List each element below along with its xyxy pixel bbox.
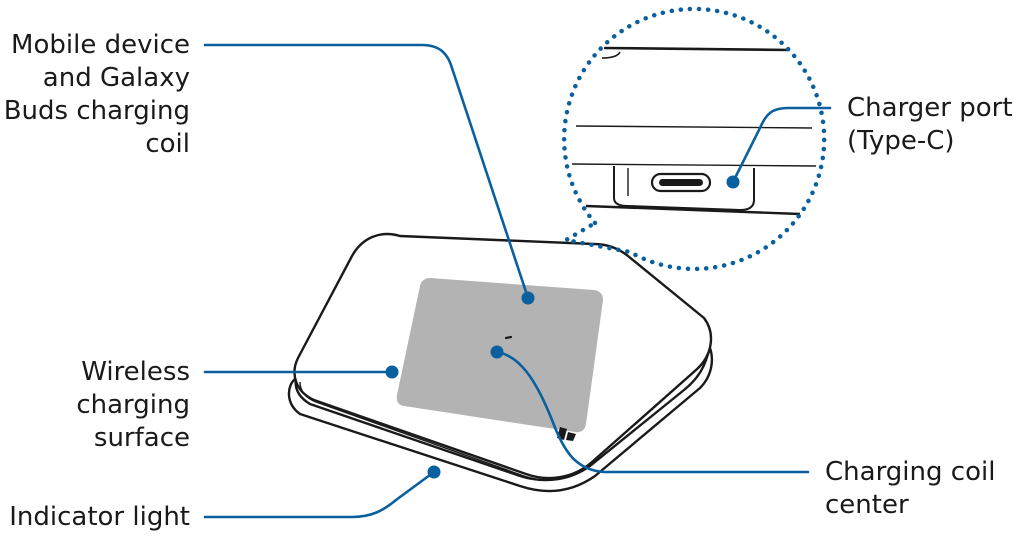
callout-dot-surface — [385, 365, 399, 379]
zoom-mid-line — [575, 125, 813, 129]
label-charging-coil: Mobile device and Galaxy Buds charging c… — [3, 30, 190, 159]
port-zoom-bubble — [559, 6, 827, 272]
label-indicator-light: Indicator light — [9, 502, 190, 532]
callout-line-indicator — [203, 470, 436, 519]
callout-dot-center — [490, 345, 504, 359]
label-charging-coil-center: Charging coil center — [825, 457, 996, 520]
zoom-mid-line-2 — [571, 163, 817, 167]
callout-line-coil — [203, 43, 530, 300]
callouts — [203, 43, 832, 519]
callout-line-port — [731, 106, 832, 184]
callout-dot-port — [726, 175, 740, 189]
zoom-bubble-border — [559, 6, 827, 272]
label-charger-port: Charger port (Type-C) — [847, 93, 1013, 156]
port-recess — [613, 166, 755, 212]
zoom-bottom-edge — [585, 204, 801, 216]
coil-center-mark — [504, 335, 513, 340]
callout-dot-coil — [521, 291, 535, 305]
callout-dots — [385, 175, 740, 479]
zoom-top-edge — [603, 46, 791, 52]
zoom-top-corner — [601, 51, 621, 59]
label-wireless-charging-surface: Wireless charging surface — [76, 357, 190, 453]
callout-line-center — [495, 350, 810, 474]
callout-dot-indicator — [427, 465, 441, 479]
charger-pad-rim-line — [299, 381, 591, 481]
